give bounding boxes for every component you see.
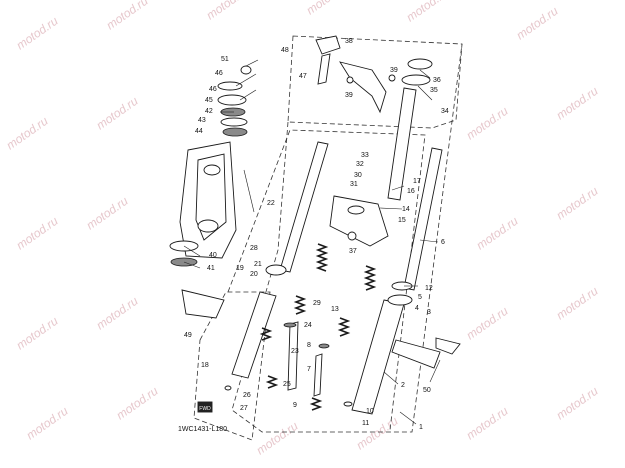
callout-9: 9: [293, 402, 297, 409]
watermark-text: motod.ru: [94, 94, 141, 133]
callout-18: 18: [201, 362, 209, 369]
callout-30: 30: [354, 172, 362, 179]
callout-29: 29: [313, 300, 321, 307]
watermark-text: motod.ru: [554, 384, 601, 423]
watermark-text: motod.ru: [554, 184, 601, 223]
callout-17: 17: [413, 178, 421, 185]
watermark-text: motod.ru: [304, 0, 351, 17]
fwd-label: FWD: [199, 406, 211, 412]
callout-47: 47: [299, 73, 307, 80]
callout-11: 11: [362, 420, 369, 427]
callout-22: 22: [267, 200, 275, 207]
fork-tubes: [231, 141, 443, 415]
watermark-text: motod.ru: [94, 294, 141, 333]
callout-35: 35: [430, 87, 438, 94]
callout-8: 8: [307, 342, 311, 349]
callout-45: 45: [205, 97, 213, 104]
watermark-text: motod.ru: [464, 304, 511, 343]
watermark-text: motod.ru: [554, 84, 601, 123]
diagram-code: 1WC1431-L180: [178, 426, 227, 433]
callout-51: 51: [221, 56, 229, 63]
callout-10: 10: [366, 408, 374, 415]
callout-40: 40: [209, 252, 217, 259]
callout-15: 15: [398, 217, 406, 224]
callout-42: 42: [205, 108, 213, 115]
callout-7: 7: [307, 366, 311, 373]
callout-27: 27: [240, 405, 248, 412]
callout-24: 24: [304, 322, 312, 329]
clamp-lever-assembly: [315, 35, 433, 114]
watermark-text: motod.ru: [554, 284, 601, 323]
callout-21: 21: [254, 261, 262, 268]
callout-12: 12: [425, 285, 433, 292]
upper-bracket-assembly: [169, 65, 252, 267]
forward-direction-marker: FWD: [198, 402, 212, 412]
watermark-text: motod.ru: [14, 214, 61, 253]
callout-3: 3: [427, 309, 431, 316]
callout-4: 4: [415, 305, 419, 312]
callout-33: 33: [361, 152, 369, 159]
callout-50: 50: [423, 387, 431, 394]
watermark-text: motod.ru: [84, 194, 131, 233]
callout-13: 13: [331, 306, 339, 313]
callout-39b: 39: [345, 92, 353, 99]
callout-23: 23: [291, 348, 299, 355]
callout-36: 36: [433, 77, 441, 84]
callout-14: 14: [402, 206, 410, 213]
callout-6: 6: [441, 239, 445, 246]
callout-32: 32: [356, 161, 364, 168]
callout-46b: 46: [209, 86, 217, 93]
callout-26: 26: [243, 392, 251, 399]
callout-25: 25: [283, 381, 291, 388]
callout-28: 28: [250, 245, 258, 252]
callout-1: 1: [419, 424, 423, 431]
watermark-text: motod.ru: [254, 419, 301, 458]
watermark-text: motod.ru: [104, 0, 151, 32]
callout-49: 49: [184, 332, 192, 339]
watermark-text: motod.ru: [204, 0, 251, 22]
watermark-text: motod.ru: [474, 214, 521, 253]
watermark-text: motod.ru: [4, 114, 51, 153]
watermark-text: motod.ru: [354, 414, 401, 453]
callout-2: 2: [401, 382, 405, 389]
callout-44: 44: [195, 128, 203, 135]
callout-5: 5: [418, 294, 422, 301]
callout-43: 43: [198, 117, 206, 124]
callout-labels: 1 2 3 4 5 6 7 8 9 10 11 12 13 14 15 16 1…: [184, 38, 449, 431]
watermark-text: motod.ru: [464, 104, 511, 143]
callout-31: 31: [350, 181, 358, 188]
callout-39a: 39: [390, 67, 398, 74]
watermark-text: motod.ru: [404, 0, 451, 24]
springs: [259, 243, 377, 411]
watermark-text: motod.ru: [14, 314, 61, 353]
callout-16: 16: [407, 188, 415, 195]
watermark-text: motod.ru: [114, 384, 161, 423]
callout-34: 34: [441, 108, 449, 115]
watermark-text: motod.ru: [24, 404, 71, 443]
callout-38: 38: [345, 38, 353, 45]
watermark-text: motod.ru: [14, 14, 61, 53]
callout-37: 37: [349, 248, 357, 255]
watermark-text: motod.ru: [514, 4, 561, 43]
callout-41: 41: [207, 265, 215, 272]
callout-19: 19: [236, 265, 244, 272]
watermark-text: motod.ru: [464, 404, 511, 443]
callout-48: 48: [281, 47, 289, 54]
callout-20: 20: [250, 271, 258, 278]
leader-lines: [183, 59, 441, 425]
callout-46a: 46: [215, 70, 223, 77]
steering-stem: [329, 87, 417, 247]
